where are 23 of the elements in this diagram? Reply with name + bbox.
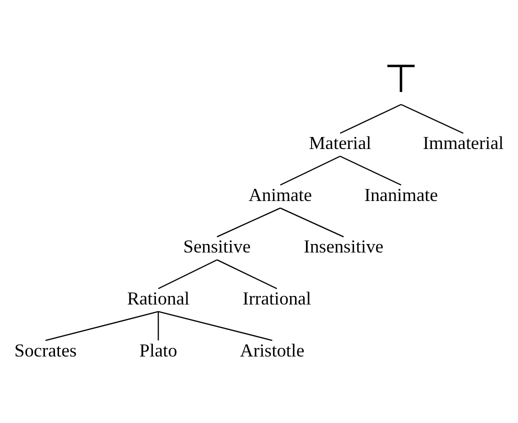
node-text: Aristotle: [240, 340, 304, 360]
node-text: Sensitive: [183, 236, 251, 257]
connector: [158, 312, 159, 340]
node-text: Plato: [139, 340, 178, 360]
connector: [158, 311, 272, 341]
connector: [280, 156, 340, 186]
node-text: Material: [308, 133, 372, 154]
node-text: Rational: [127, 288, 190, 308]
connector: [216, 259, 278, 290]
connector: [340, 156, 402, 186]
connector: [45, 311, 158, 341]
connector: [216, 208, 281, 238]
node-text: Irrational: [242, 288, 312, 308]
connector: [158, 259, 218, 290]
node-text: Insensitive: [304, 236, 384, 257]
connector: [280, 208, 344, 238]
node-text: Inanimate: [364, 184, 438, 205]
node-text: Socrates: [14, 340, 77, 360]
node-text: Animate: [248, 184, 312, 205]
node-text: Immaterial: [422, 133, 504, 154]
node-text: ⊤: [384, 58, 418, 102]
connector: [340, 104, 402, 134]
connector: [400, 104, 464, 134]
